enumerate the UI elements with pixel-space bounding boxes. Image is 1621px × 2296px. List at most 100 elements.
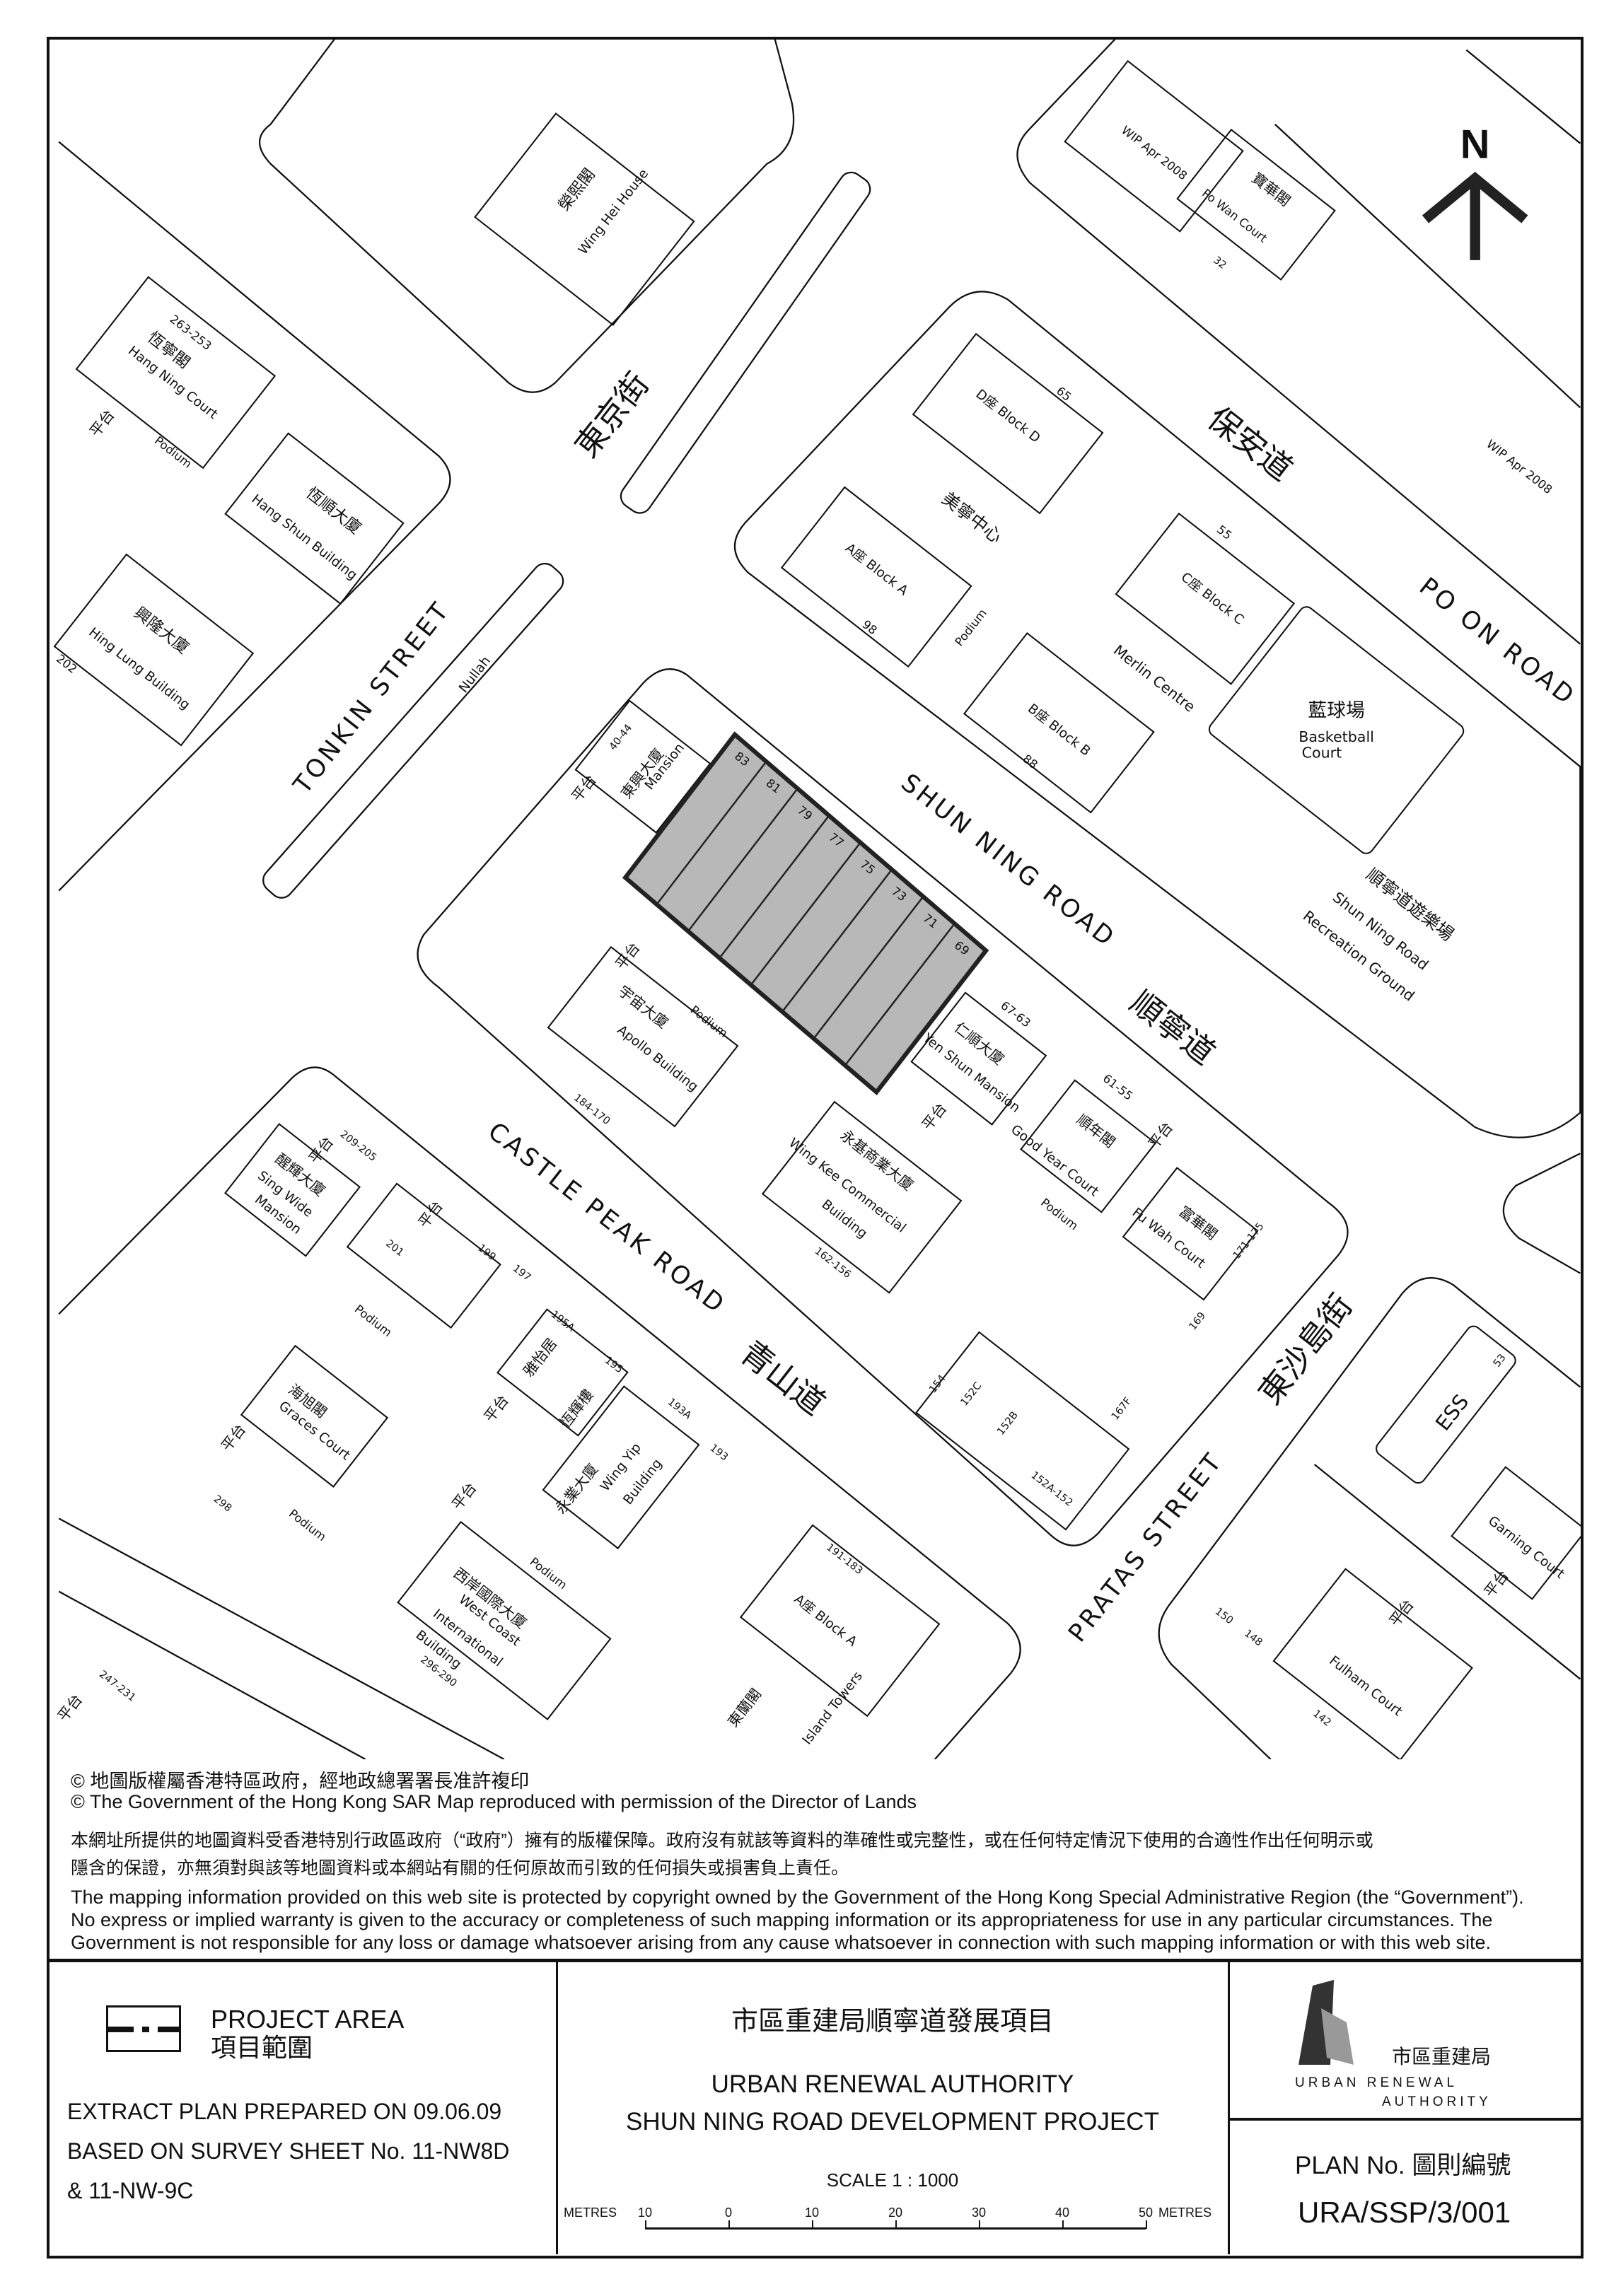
- map-label: 148: [1242, 1628, 1265, 1649]
- north-arrow-icon: [1422, 171, 1528, 260]
- map-label: 171-175: [1231, 1220, 1267, 1261]
- map-label: 雅怡居: [520, 1335, 560, 1380]
- basketball-court: [1208, 606, 1465, 854]
- map-label: 191-183: [824, 1542, 864, 1577]
- block-castle-peak-south: [58, 1066, 1021, 1759]
- scale-tick: [1146, 2220, 1147, 2229]
- ura-logo-mark: [1298, 1980, 1354, 2065]
- map-label: 193A: [666, 1397, 693, 1422]
- map-label: 東蘭閣: [724, 1685, 765, 1730]
- street-label-pratas-street-zh: 東沙島街: [1251, 1287, 1360, 1411]
- map-label: B座 Block B: [1025, 701, 1093, 759]
- building-outline: [915, 1331, 1130, 1531]
- map-label: Podium: [527, 1555, 569, 1592]
- map-label: 平台: [568, 771, 599, 805]
- map-label: 藍球場: [1308, 699, 1364, 721]
- map-label: 65: [1054, 384, 1074, 404]
- map-label: 167F: [1110, 1395, 1134, 1422]
- block-wing-hei: [259, 37, 795, 393]
- map-label: Island Towers: [800, 1669, 866, 1747]
- nullah-upper: [620, 171, 871, 514]
- block-southwest: [58, 1590, 366, 1759]
- copyright-en: © The Government of the Hong Kong SAR Ma…: [71, 1791, 917, 1812]
- map-label: Podium: [352, 1303, 395, 1340]
- logo-text-en-1: URBAN RENEWAL: [1295, 2075, 1458, 2090]
- building-outline: [240, 1344, 389, 1488]
- map-label: 162-156: [813, 1245, 853, 1281]
- ess-building: [1376, 1325, 1516, 1484]
- map-label: 平台: [54, 1691, 86, 1724]
- map-label: WIP Apr 2008: [1484, 437, 1555, 496]
- plan-frame: [47, 37, 1584, 2259]
- lot-boundary: [813, 896, 924, 1039]
- map-label: 平台: [1386, 1596, 1417, 1629]
- column-divider-2: [1228, 1960, 1230, 2254]
- building-outline: [761, 1100, 963, 1294]
- disclaimer-en-1: The mapping information provided on this…: [71, 1887, 1524, 1908]
- map-label: A座 Block A: [791, 1592, 860, 1650]
- building-outline: [542, 1385, 700, 1550]
- building-outline: [397, 1520, 612, 1720]
- scale-tick: [812, 2220, 813, 2229]
- street-label-shun-ning-road-zh: 順寧道: [1123, 984, 1222, 1073]
- map-label: 169: [1187, 1310, 1209, 1333]
- plan-number: URA/SSP/3/001: [1298, 2196, 1511, 2229]
- building-outline: [53, 553, 255, 747]
- project-title-en-1: URBAN RENEWAL AUTHORITY: [711, 2070, 1074, 2098]
- map-label: 193: [708, 1443, 731, 1464]
- map-label: 平台: [1145, 1119, 1176, 1152]
- map-label: 恆順大廈: [303, 484, 365, 537]
- street-label-castle-peak-road-zh: 青山道: [733, 1334, 832, 1423]
- street-label-tonkin-street: TONKIN STREET: [287, 595, 455, 800]
- survey-sheet-1: BASED ON SURVEY SHEET No. 11-NW8D: [67, 2138, 510, 2164]
- scale-tick: [895, 2220, 897, 2229]
- map-label: 61-55: [1100, 1071, 1135, 1102]
- map-label: 順年閣: [1074, 1111, 1119, 1151]
- building-outline: [963, 631, 1155, 814]
- map-label: Fulham Court: [1326, 1653, 1405, 1719]
- block-merlin: [733, 291, 1581, 1138]
- scale-tick-label: 10: [804, 2205, 820, 2220]
- map-label: 55: [1214, 523, 1234, 542]
- building-outline: [346, 1182, 501, 1329]
- legend-project-area-symbol: [106, 2005, 181, 2052]
- map-label: 247-231: [97, 1669, 137, 1704]
- scale-tick: [979, 2220, 980, 2229]
- map-label: 平台: [218, 1421, 249, 1455]
- block-ess-fulham: [1158, 1277, 1581, 1759]
- scale-tick-label: 10: [637, 2205, 653, 2220]
- map-label: 平台: [919, 1100, 950, 1133]
- map-label: 平台: [86, 407, 117, 440]
- building-outline: [224, 432, 405, 605]
- logo-text-zh: 市區重建局: [1392, 2046, 1492, 2068]
- map-label: 150: [1213, 1606, 1236, 1627]
- lot-boundary: [687, 788, 798, 932]
- block-hang-ning: [58, 141, 451, 892]
- map-label: Podium: [688, 1003, 731, 1040]
- map-label: WIP Apr 2008: [1119, 123, 1190, 182]
- building-outline: [1451, 1466, 1581, 1600]
- building-outline: [496, 1308, 629, 1437]
- map-label: Podium: [1038, 1196, 1081, 1233]
- block-east: [1502, 1153, 1581, 1274]
- street-label-po-on-road: PO ON ROAD: [1414, 572, 1581, 712]
- building-outline: [910, 991, 1047, 1126]
- scale-label: SCALE 1 : 1000: [826, 2169, 959, 2191]
- map-label: 67-63: [998, 998, 1033, 1030]
- map-label: 88: [1021, 752, 1040, 771]
- scale-tick-label: 40: [1054, 2205, 1070, 2220]
- map-label: A座 Block A: [842, 541, 911, 599]
- map-label: 209-205: [338, 1129, 378, 1164]
- map-label: 298: [211, 1493, 234, 1515]
- nullah-lower: [262, 562, 564, 899]
- title-block-divider: [47, 1959, 1581, 1962]
- legend-label-en: PROJECT AREA: [211, 2005, 405, 2034]
- map-label: Podium: [286, 1507, 329, 1544]
- map-label: 201: [383, 1238, 406, 1259]
- building-outline: [474, 112, 695, 326]
- building-outline: [1115, 512, 1296, 685]
- logo-divider: [1228, 2118, 1581, 2121]
- buildings: [53, 59, 1581, 1759]
- project-title-en-2: SHUN NING ROAD DEVELOPMENT PROJECT: [626, 2108, 1159, 2135]
